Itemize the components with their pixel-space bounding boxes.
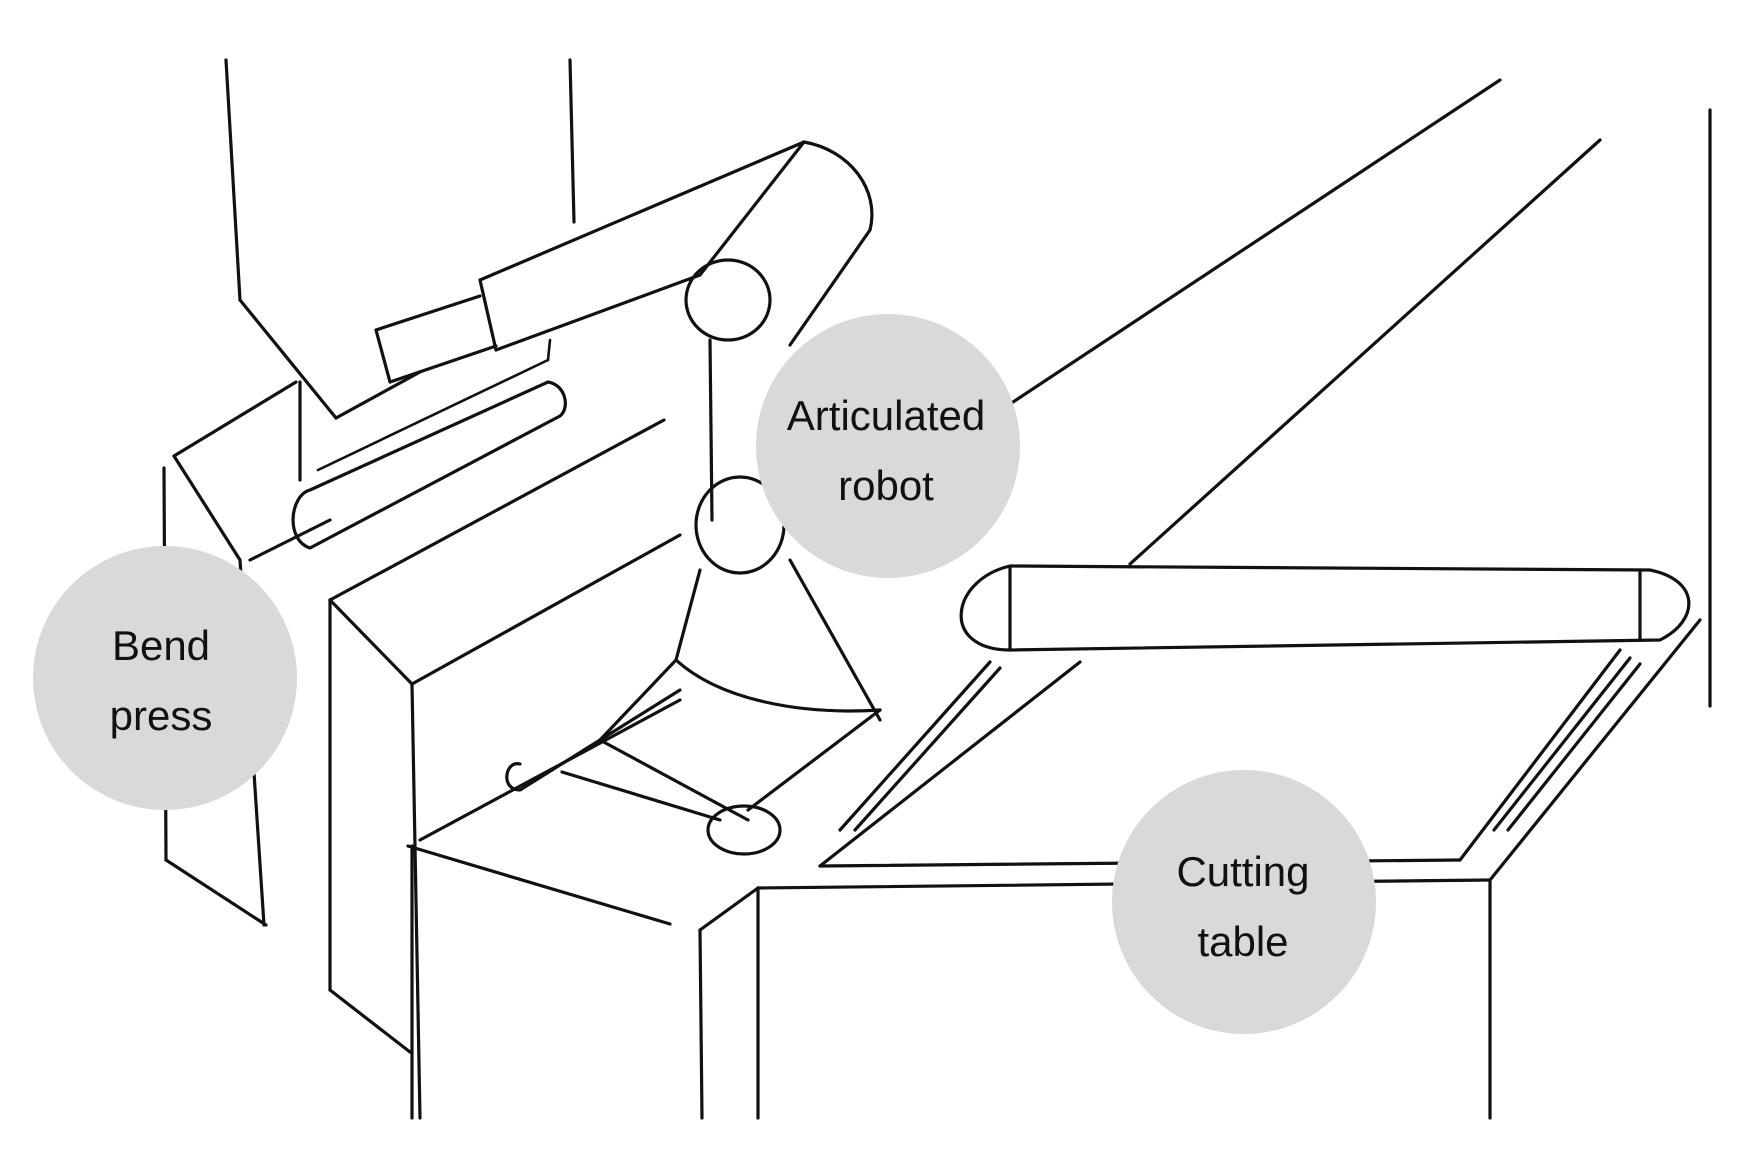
label-articulated-robot: Articulated robot [756,314,1020,578]
bend-press-drawing [162,58,722,1120]
label-cutting-table-line2: table [1197,918,1288,965]
label-bend-press-line1: Bend [112,622,210,669]
label-bend-press-line2: press [110,692,213,739]
label-cutting-table: Cutting table [1112,770,1376,1034]
label-bubble [756,314,1020,578]
label-cutting-table-line1: Cutting [1176,848,1309,895]
label-articulated-robot-line1: Articulated [787,392,985,439]
label-bend-press: Bend press [33,546,297,810]
label-bubble [1112,770,1376,1034]
label-bubble [33,546,297,810]
label-articulated-robot-line2: robot [838,462,934,509]
